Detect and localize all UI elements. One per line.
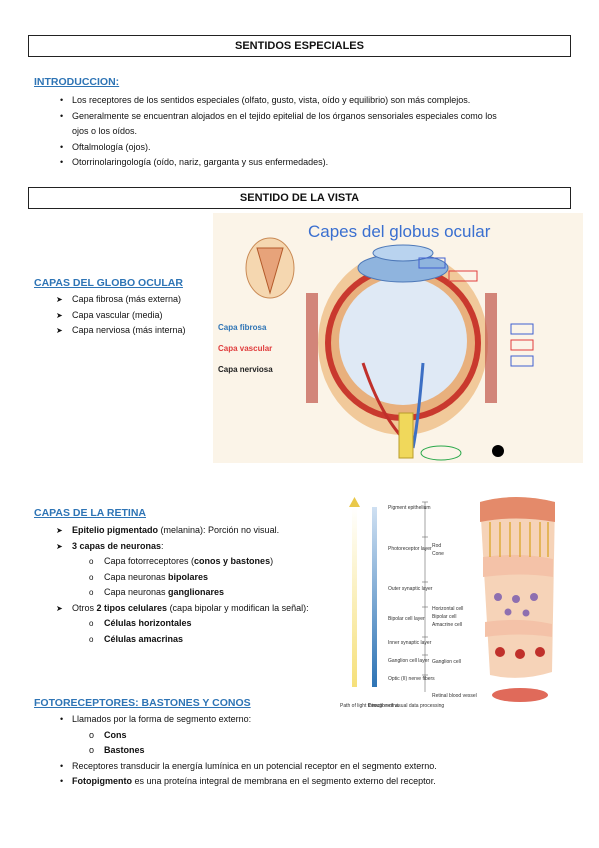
fig-label: Optic (II) nerve fibers [388,676,435,682]
fig-label: Inner synaptic layer [388,640,432,646]
fig-label: Horizontal cell [432,606,463,612]
intro-list: •Los receptores de los sentidos especial… [34,93,554,171]
list-item: ➤Otros 2 tipos celulares (capa bipolar y… [56,602,309,613]
list-item: •Oftalmología (ojos). [60,141,151,152]
retina-diagram: Pigment epithelium Photoreceptor layer O… [340,497,555,709]
fig-label: Pigment epithelium [388,505,431,511]
intro-heading: INTRODUCCION: [34,76,120,88]
fig-label: Ganglion cell layer [388,658,429,664]
eyeball [318,244,488,459]
list-item: •Fotopigmento es una proteína integral d… [60,776,436,786]
fig-label: Bipolar cell [432,614,456,620]
list-item: •Receptores transducir la energía lumíni… [60,760,437,771]
legend-nerviosa: Capa nerviosa [218,365,273,374]
retina-heading: CAPAS DE LA RETINA [34,507,147,519]
list-item: ojos o los oídos. [72,126,138,136]
legend-vascular: Capa vascular [218,344,272,353]
list-item: ➤Capa nerviosa (más interna) [56,325,186,335]
list-item: ➤3 capas de neuronas: [56,540,164,551]
retina-list: ➤Epitelio pigmentado (melanina): Porción… [34,523,354,647]
globo-list: ➤Capa fibrosa (más externa) ➤Capa vascul… [34,292,224,339]
section-header-vista: SENTIDO DE LA VISTA [28,187,571,209]
globo-heading: CAPAS DEL GLOBO OCULAR [34,277,183,289]
fig-label: Retinal blood vessel [432,693,477,699]
fig-label: Ganglion cell [432,659,461,665]
eye-figure-title: Capes del globus ocular [308,222,491,241]
legend-fibrosa: Capa fibrosa [218,323,267,332]
list-item: •Generalmente se encuentran alojados en … [60,110,497,121]
fig-label: Direction of visual data processing [368,703,444,709]
list-item: •Llamados por la forma de segmento exter… [60,714,252,724]
eye-figure: Capes del globus ocular Capa fibro [213,213,583,463]
inset-eye [245,237,295,299]
fig-label: Rod [432,543,441,549]
list-item: ➤Capa vascular (media) [56,309,163,320]
fig-label: Amacrine cell [432,622,462,628]
retina-figure: Pigment epithelium Photoreceptor layer O… [340,497,580,722]
foto-list: •Llamados por la forma de segmento exter… [34,712,554,790]
list-item: •Los receptores de los sentidos especial… [60,95,471,105]
fig-label: Path of light through retina [340,703,399,709]
list-item: ➤Capa fibrosa (más externa) [56,294,182,304]
list-item: •Otorrinolaringología (oído, nariz, garg… [60,157,329,167]
page-title: SENTIDOS ESPECIALES [28,35,571,57]
eye-diagram: Capes del globus ocular Capa fibro [213,213,583,463]
fig-label: Cone [432,551,444,557]
fig-label: Outer synaptic layer [388,586,433,592]
list-item: ➤Epitelio pigmentado (melanina): Porción… [56,525,280,535]
foto-heading: FOTORECEPTORES: BASTONES Y CONOS [34,697,251,709]
fig-label: Photoreceptor layer [388,546,432,552]
fig-label: Bipolar cell layer [388,616,425,622]
